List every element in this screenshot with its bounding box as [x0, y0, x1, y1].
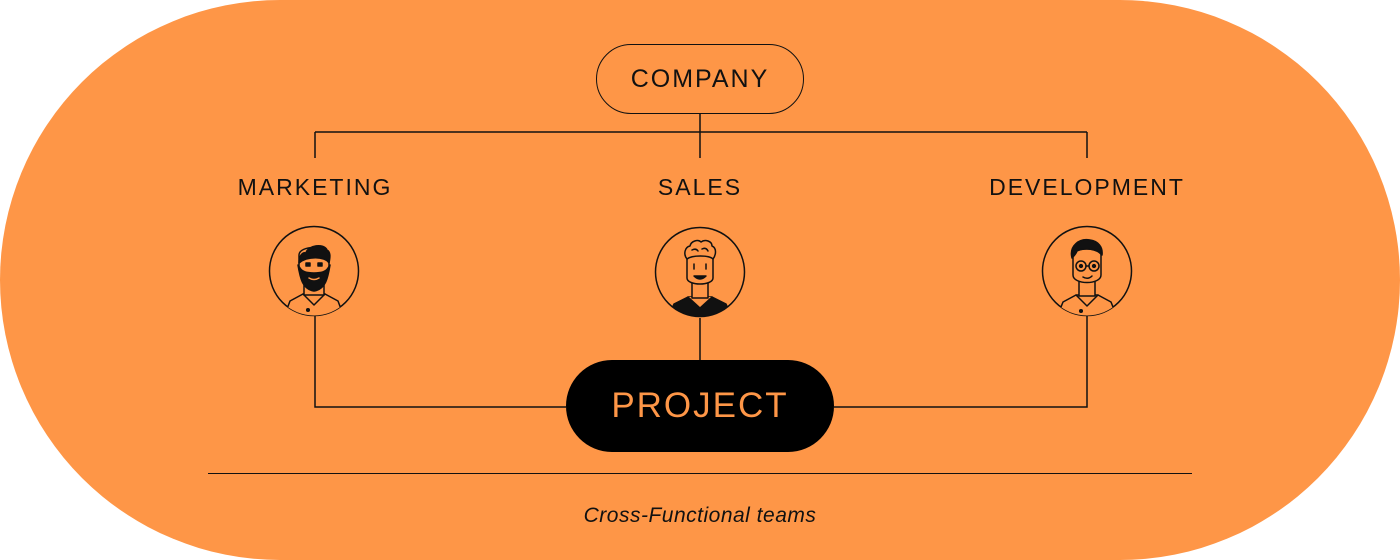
bearded-man-icon	[268, 225, 360, 317]
curly-hair-man-icon	[654, 226, 746, 318]
department-label-sales: SALES	[657, 174, 743, 200]
development-to-project-line	[834, 316, 1088, 408]
diagram-caption: Cross-Functional teams	[583, 504, 817, 527]
marketing-to-project-line	[314, 316, 566, 408]
project-label: PROJECT	[611, 386, 789, 425]
man-with-glasses-icon	[1041, 225, 1133, 317]
company-label: COMPANY	[630, 64, 770, 93]
project-node: PROJECT	[566, 360, 834, 452]
caption-divider	[208, 473, 1192, 474]
company-node: COMPANY	[596, 44, 804, 114]
department-label-marketing: MARKETING	[237, 174, 393, 200]
department-label-development: DEVELOPMENT	[989, 174, 1185, 200]
